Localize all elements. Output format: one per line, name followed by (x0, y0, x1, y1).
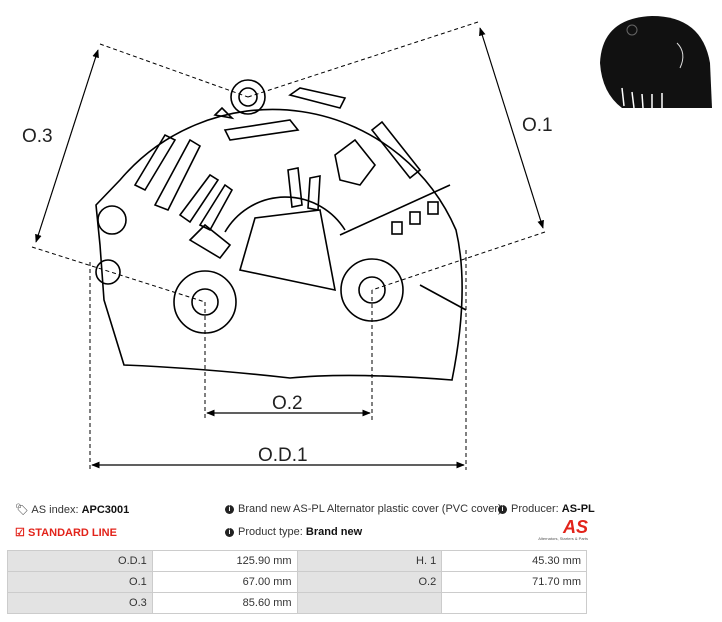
technical-drawing: O.3 O.1 O.2 O.D.1 (22, 21, 553, 470)
spec-value (441, 592, 587, 614)
spec-value: 85.60 mm (151, 592, 298, 614)
spec-label: O.D.1 (7, 550, 153, 572)
spec-label: H. 1 (296, 550, 443, 572)
dim-label-o3: O.3 (22, 126, 53, 147)
info-icon: i (498, 505, 507, 514)
tag-icon: 🏷 (15, 504, 29, 516)
spec-value: 71.70 mm (441, 571, 587, 593)
spec-label: O.1 (7, 571, 153, 593)
dimension-lines (35, 27, 544, 469)
product-type: i Product type: Brand new (225, 526, 362, 538)
as-index-value: APC3001 (81, 504, 130, 516)
product-type-value: Brand new (305, 526, 363, 538)
logo-tagline: Alternators, Starters & Parts (538, 536, 588, 541)
dim-label-od1: O.D.1 (258, 445, 308, 466)
as-index: 🏷 AS index: APC3001 (15, 503, 129, 516)
as-pl-logo: AS Alternators, Starters & Parts (532, 518, 588, 541)
standard-line-text: STANDARD LINE (27, 527, 117, 539)
product-type-label: Product type: (238, 526, 303, 538)
info-icon: i (225, 528, 234, 537)
dim-label-o1: O.1 (522, 115, 553, 136)
producer-value: AS-PL (561, 503, 595, 515)
spec-value: 45.30 mm (441, 550, 587, 572)
info-icon: i (225, 505, 234, 514)
spec-label: O.2 (296, 571, 443, 593)
checkbox-icon: ☑ (15, 527, 25, 539)
dim-label-o2: O.2 (272, 393, 303, 414)
spec-label (296, 592, 443, 614)
as-index-label: AS index: (31, 504, 79, 516)
logo-text: AS (562, 517, 588, 537)
standard-line-badge: ☑ STANDARD LINE (15, 526, 117, 539)
cover-outline (95, 79, 467, 381)
spec-value: 67.00 mm (151, 571, 298, 593)
producer: i Producer: AS-PL (498, 503, 595, 515)
spec-label: O.3 (7, 592, 153, 614)
spec-value: 125.90 mm (151, 550, 298, 572)
description-text: Brand new AS-PL Alternator plastic cover… (238, 503, 502, 515)
product-photo (600, 16, 712, 109)
description: i Brand new AS-PL Alternator plastic cove… (225, 503, 502, 515)
extension-lines (31, 21, 546, 470)
producer-label: Producer: (511, 503, 559, 515)
